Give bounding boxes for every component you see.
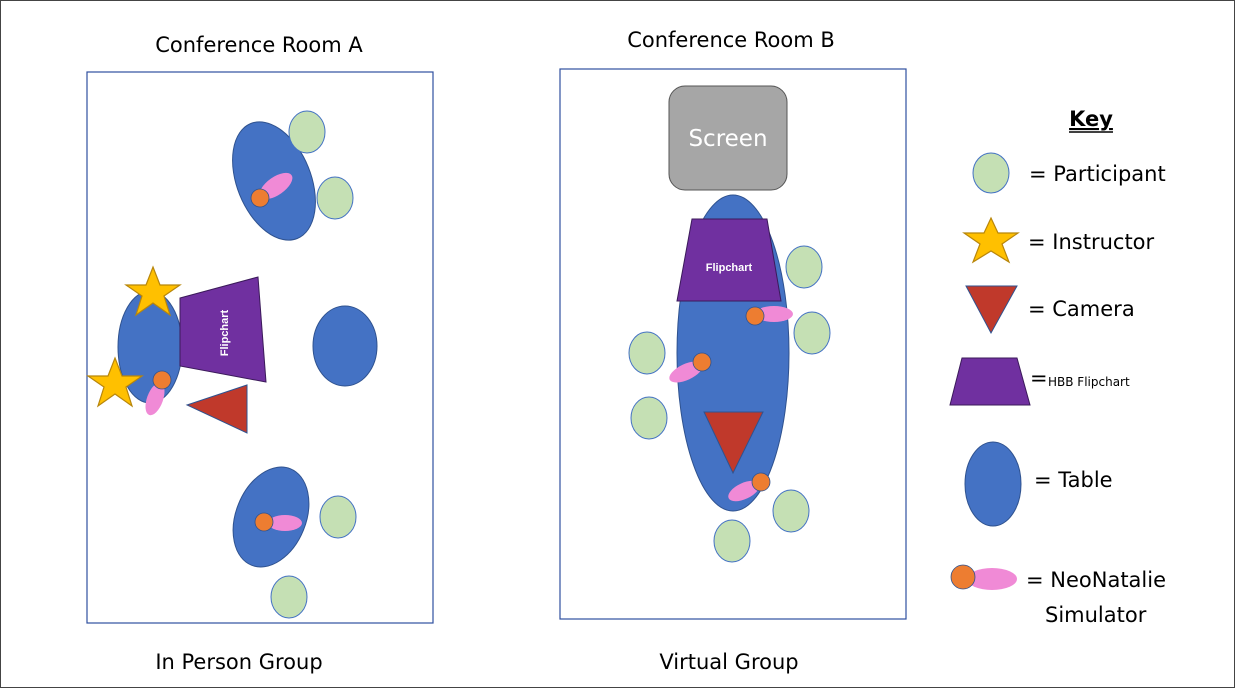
key-flipchart-label: HBB Flipchart [1048, 375, 1130, 389]
room-a-sim-head-left [152, 370, 172, 390]
room-b-participant-1 [785, 245, 823, 289]
key-flipchart-symbol [949, 357, 1031, 406]
key-flipchart-equals: = [1030, 366, 1048, 390]
room-a-participant-1 [288, 110, 326, 154]
room-b-participant-5 [772, 489, 810, 533]
room-a-caption: In Person Group [155, 650, 322, 674]
room-a-sim-head-bottom [254, 512, 274, 532]
room-b-caption: Virtual Group [659, 650, 798, 674]
room-b-camera [703, 411, 764, 475]
room-b-sim-body-1 [755, 306, 793, 322]
key-camera-label: = Camera [1028, 297, 1135, 321]
room-a-sim-body-bottom [268, 515, 302, 531]
room-a-table-middle [312, 305, 378, 387]
room-b-participant-3 [628, 331, 666, 375]
room-b-sim-body-3 [728, 480, 760, 502]
room-b-boundary [559, 68, 907, 620]
room-b-sim-head-2 [692, 352, 712, 372]
key-instructor-label: = Instructor [1028, 230, 1155, 254]
room-a-participant-4 [270, 575, 308, 619]
room-b-participant-2 [793, 311, 831, 355]
key-sim-body-symbol [967, 568, 1017, 590]
room-b-participant-4 [630, 396, 668, 440]
room-b-title: Conference Room B [627, 28, 835, 52]
room-b-flipchart-label: Flipchart [706, 262, 753, 274]
room-a-flipchart-label: Flipchart [219, 309, 231, 356]
key-instructor-symbol [962, 216, 1020, 264]
room-a-title: Conference Room A [155, 33, 363, 57]
room-a-sim-head-top [250, 188, 270, 208]
key-participant-symbol [972, 152, 1010, 194]
key-table-label: = Table [1034, 468, 1113, 492]
room-a-participant-2 [316, 176, 354, 220]
room-a-instructor-2 [86, 356, 144, 408]
key-sim-head-symbol [950, 564, 976, 590]
room-a-sim-body-left [145, 382, 165, 416]
room-b-participant-6 [713, 519, 751, 563]
key-participant-label: = Participant [1029, 162, 1166, 186]
room-b-screen-label: Screen [688, 126, 767, 152]
room-a-boundary [86, 71, 434, 624]
key-table-symbol [964, 441, 1022, 527]
key-simulator-label-line1: = NeoNatalie [1026, 568, 1166, 592]
room-b-screen [668, 85, 788, 191]
room-b-flipchart [676, 218, 782, 302]
room-a-instructor-1 [124, 265, 182, 317]
key-title: Key [1069, 107, 1113, 131]
room-a-camera [185, 384, 248, 434]
room-b-sim-head-1 [745, 306, 765, 326]
room-a-sim-body-top [259, 172, 293, 200]
room-a-participant-3 [319, 495, 357, 539]
key-camera-symbol [965, 285, 1018, 335]
room-b-sim-head-3 [751, 472, 771, 492]
key-simulator-label-line2: Simulator [1045, 603, 1147, 627]
room-a-flipchart [179, 276, 267, 383]
